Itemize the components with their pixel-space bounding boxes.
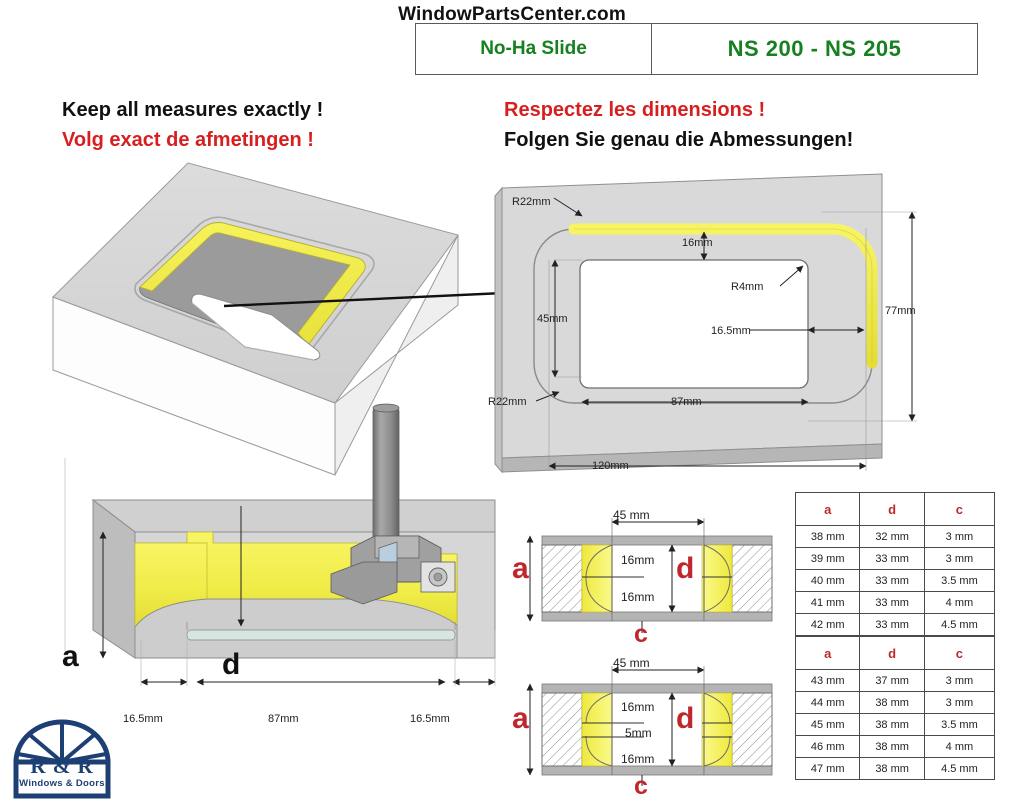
side-section-diagram xyxy=(45,403,515,760)
table-row: 40 mm 33 mm 3.5 mm xyxy=(794,569,996,592)
arched-window-icon xyxy=(13,719,111,799)
notice-german: Folgen Sie genau die Abmessungen! xyxy=(504,129,854,151)
cell-a: 46 mm xyxy=(794,735,861,758)
table-row: 41 mm 33 mm 4 mm xyxy=(794,591,996,614)
cross-section-top-diagram xyxy=(512,500,773,640)
dim-wall-right: 16.5mm xyxy=(711,325,751,337)
cell-d: 38 mm xyxy=(859,735,925,758)
dim-height-inner: 45mm xyxy=(537,313,568,325)
header-a: a xyxy=(794,636,861,670)
side-dim-left-wall: 16.5mm xyxy=(123,713,163,725)
section-top-label-d: d xyxy=(676,552,695,585)
logo-tagline: Windows & Doors xyxy=(19,778,105,789)
cell-c: 4 mm xyxy=(923,591,996,614)
table-row: 43 mm 37 mm 3 mm xyxy=(794,669,996,692)
company-logo: R & R Windows & Doors xyxy=(6,718,118,800)
side-dim-right-wall: 16.5mm xyxy=(410,713,450,725)
cell-c: 3 mm xyxy=(923,547,996,570)
cell-d: 33 mm xyxy=(859,569,925,592)
notice-dutch: Volg exact de afmetingen ! xyxy=(62,129,314,151)
product-title-table: No-Ha Slide NS 200 - NS 205 xyxy=(415,23,978,75)
cell-c: 3 mm xyxy=(923,691,996,714)
cell-a: 40 mm xyxy=(794,569,861,592)
dim-radius-top-left: R22mm xyxy=(512,196,551,208)
cell-d: 33 mm xyxy=(859,613,925,636)
notice-english: Keep all measures exactly ! xyxy=(62,99,324,121)
cell-c: 4.5 mm xyxy=(923,757,996,780)
cell-a: 38 mm xyxy=(794,525,861,548)
section-top-inner-2: 16mm xyxy=(621,590,655,604)
cell-d: 32 mm xyxy=(859,525,925,548)
table-row: 42 mm 33 mm 4.5 mm xyxy=(794,613,996,636)
side-dim-center: 87mm xyxy=(268,713,299,725)
dim-radius-bottom-left: R22mm xyxy=(488,396,527,408)
header-d: d xyxy=(859,636,925,670)
cell-d: 37 mm xyxy=(859,669,925,692)
table-header-row: a d c xyxy=(794,492,996,526)
spec-table-2: a d c 43 mm 37 mm 3 mm 44 mm 38 mm 3 mm … xyxy=(794,636,996,780)
model-range: NS 200 - NS 205 xyxy=(727,36,902,61)
cell-a: 41 mm xyxy=(794,591,861,614)
cell-c: 3 mm xyxy=(923,525,996,548)
header-a: a xyxy=(794,492,861,526)
dim-radius-inner: R4mm xyxy=(731,281,764,293)
spec-tables: a d c 38 mm 32 mm 3 mm 39 mm 33 mm 3 mm … xyxy=(794,492,996,780)
cell-c: 4 mm xyxy=(923,735,996,758)
cell-d: 38 mm xyxy=(859,691,925,714)
cell-a: 47 mm xyxy=(794,757,861,780)
section-top-dim-width: 45 mm xyxy=(613,508,650,522)
section-top-inner-1: 16mm xyxy=(621,553,655,567)
table-row: 47 mm 38 mm 4.5 mm xyxy=(794,757,996,780)
cell-c: 4.5 mm xyxy=(923,613,996,636)
site-title: WindowPartsCenter.com xyxy=(398,4,626,25)
table-header-row: a d c xyxy=(794,636,996,670)
cell-a: 44 mm xyxy=(794,691,861,714)
section-top-label-c: c xyxy=(634,620,648,648)
cell-c: 3 mm xyxy=(923,669,996,692)
isometric-block-diagram xyxy=(40,155,470,485)
section-top-label-a: a xyxy=(512,552,529,585)
cross-section-bottom-diagram xyxy=(512,648,773,793)
dim-wall-top: 16mm xyxy=(682,237,713,249)
cell-d: 38 mm xyxy=(859,713,925,736)
section-bottom-inner-2: 5mm xyxy=(625,726,652,740)
section-bottom-label-d: d xyxy=(676,702,695,735)
spec-table-1: a d c 38 mm 32 mm 3 mm 39 mm 33 mm 3 mm … xyxy=(794,492,996,636)
cell-d: 33 mm xyxy=(859,547,925,570)
table-row: 39 mm 33 mm 3 mm xyxy=(794,547,996,570)
table-row: 46 mm 38 mm 4 mm xyxy=(794,735,996,758)
dim-width-inner: 87mm xyxy=(671,396,702,408)
cell-d: 33 mm xyxy=(859,591,925,614)
cell-a: 39 mm xyxy=(794,547,861,570)
cell-d: 38 mm xyxy=(859,757,925,780)
top-view-dimensioned-diagram xyxy=(492,168,962,488)
cell-a: 45 mm xyxy=(794,713,861,736)
side-label-d: d xyxy=(222,648,241,681)
table-row: 44 mm 38 mm 3 mm xyxy=(794,691,996,714)
dim-width-outer: 120mm xyxy=(592,460,629,472)
side-label-a: a xyxy=(62,640,79,673)
cell-a: 42 mm xyxy=(794,613,861,636)
header-c: c xyxy=(923,636,996,670)
section-bottom-label-a: a xyxy=(512,702,529,735)
notice-french: Respectez les dimensions ! xyxy=(504,99,766,121)
product-name: No-Ha Slide xyxy=(416,24,652,74)
section-bottom-dim-width: 45 mm xyxy=(613,656,650,670)
table-row: 38 mm 32 mm 3 mm xyxy=(794,525,996,548)
cell-c: 3.5 mm xyxy=(923,713,996,736)
dim-height-outer: 77mm xyxy=(885,305,916,317)
section-bottom-label-c: c xyxy=(634,772,648,800)
logo-initials: R & R xyxy=(30,754,94,778)
section-bottom-inner-1: 16mm xyxy=(621,700,655,714)
cell-c: 3.5 mm xyxy=(923,569,996,592)
cell-a: 43 mm xyxy=(794,669,861,692)
header-d: d xyxy=(859,492,925,526)
table-row: 45 mm 38 mm 3.5 mm xyxy=(794,713,996,736)
header-c: c xyxy=(923,492,996,526)
section-bottom-inner-3: 16mm xyxy=(621,752,655,766)
